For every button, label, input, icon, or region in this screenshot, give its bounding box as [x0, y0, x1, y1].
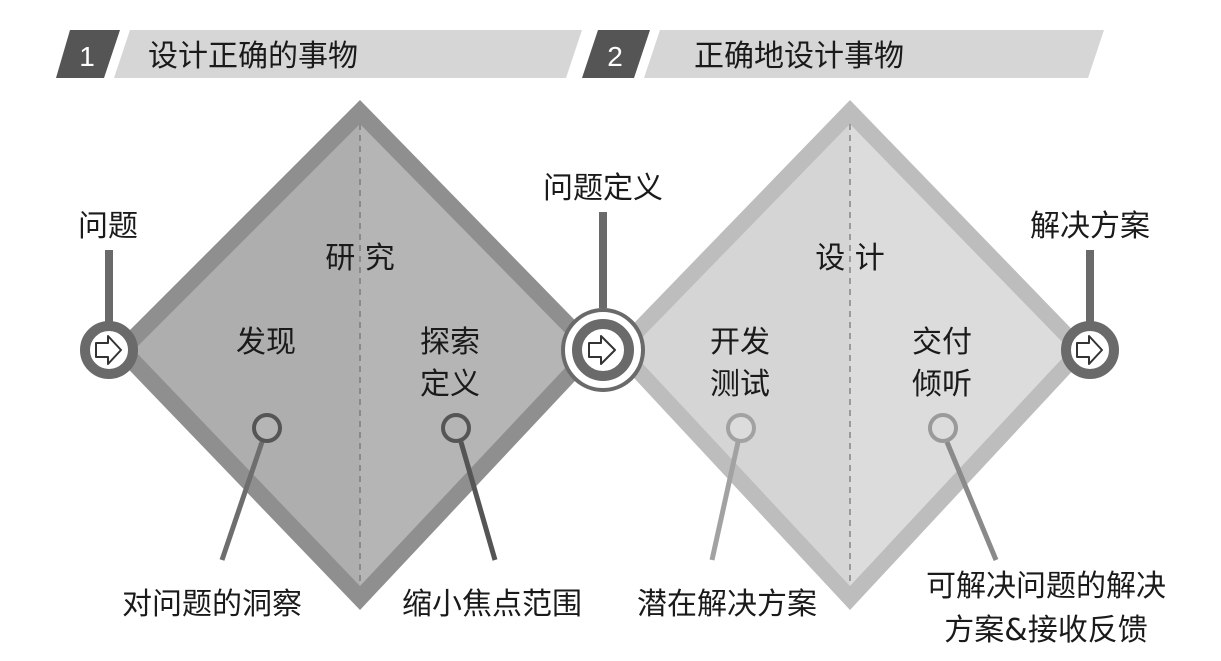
- outcome-solution-feedback-label-line2: 方案&接收反馈: [944, 613, 1147, 648]
- arrow-right-icon: [588, 335, 616, 365]
- diamond-research-title: 研 究: [325, 241, 395, 276]
- diamond-design-left-half: [630, 124, 850, 586]
- phase-2-number-tab: [582, 30, 650, 78]
- stage-deliver-label: 交付: [912, 325, 972, 360]
- diamond-design: [608, 100, 1092, 610]
- phase-2-title: 正确地设计事物: [694, 39, 904, 74]
- milestone-problem-stem: [105, 250, 113, 328]
- outcome-solution-feedback: 可解决问题的解决 方案&接收反馈: [926, 413, 1166, 648]
- milestone-solution-label: 解决方案: [1030, 209, 1150, 244]
- outcome-potential-solutions: 潜在解决方案: [637, 413, 817, 622]
- stage-develop-label: 开发: [710, 325, 770, 360]
- diamond-research: [110, 100, 604, 610]
- outcome-narrow-focus-leader: [458, 441, 498, 561]
- phase-1-title: 设计正确的事物: [148, 39, 358, 74]
- phase-banner-2: 2 正确地设计事物: [582, 30, 1104, 78]
- outcome-potential-solutions-dot: [726, 413, 756, 443]
- milestone-problem-label: 问题: [78, 209, 138, 244]
- diamond-design-title: 设 计: [815, 241, 885, 276]
- outcome-potential-solutions-leader: [709, 441, 741, 561]
- outcome-narrow-focus-dot: [441, 413, 471, 443]
- milestone-solution: 解决方案: [1030, 209, 1150, 379]
- phase-2-number: 2: [607, 41, 623, 72]
- outcome-narrow-focus: 缩小焦点范围: [402, 413, 582, 622]
- phase-banner-1: 1 设计正确的事物: [56, 30, 582, 78]
- outcome-narrow-focus-label: 缩小焦点范围: [402, 587, 582, 622]
- outcome-solution-feedback-leader: [944, 441, 999, 561]
- phase-1-number-tab: [56, 30, 120, 78]
- milestone-problem-definition-label: 问题定义: [543, 171, 663, 206]
- outcome-insight-label: 对问题的洞察: [122, 587, 302, 622]
- arrow-right-icon: [1076, 335, 1103, 365]
- diamond-research-left-half: [134, 124, 360, 586]
- milestone-problem: 问题: [78, 209, 138, 379]
- stage-discover-label: 发现: [236, 325, 296, 360]
- milestone-problem-definition: 问题定义: [543, 171, 663, 392]
- arrow-right-icon: [95, 335, 122, 365]
- milestone-solution-stem: [1086, 250, 1094, 328]
- stage-define-label: 定义: [420, 367, 480, 402]
- phase-1-title-bar: [114, 30, 582, 78]
- phase-1-number: 1: [79, 41, 95, 72]
- outcome-insight-dot: [252, 413, 282, 443]
- stage-explore-label: 探索: [420, 325, 480, 360]
- outcome-solution-feedback-label-line1: 可解决问题的解决: [926, 569, 1166, 604]
- stage-listen-label: 倾听: [912, 367, 972, 402]
- outcome-insight: 对问题的洞察: [122, 413, 302, 622]
- outcome-potential-solutions-label: 潜在解决方案: [637, 587, 817, 622]
- phase-2-title-bar: [644, 30, 1104, 78]
- outcome-insight-leader: [219, 441, 265, 561]
- milestone-problem-definition-stem: [599, 212, 607, 308]
- outcome-solution-feedback-dot: [928, 413, 958, 443]
- stage-test-label: 测试: [710, 367, 770, 402]
